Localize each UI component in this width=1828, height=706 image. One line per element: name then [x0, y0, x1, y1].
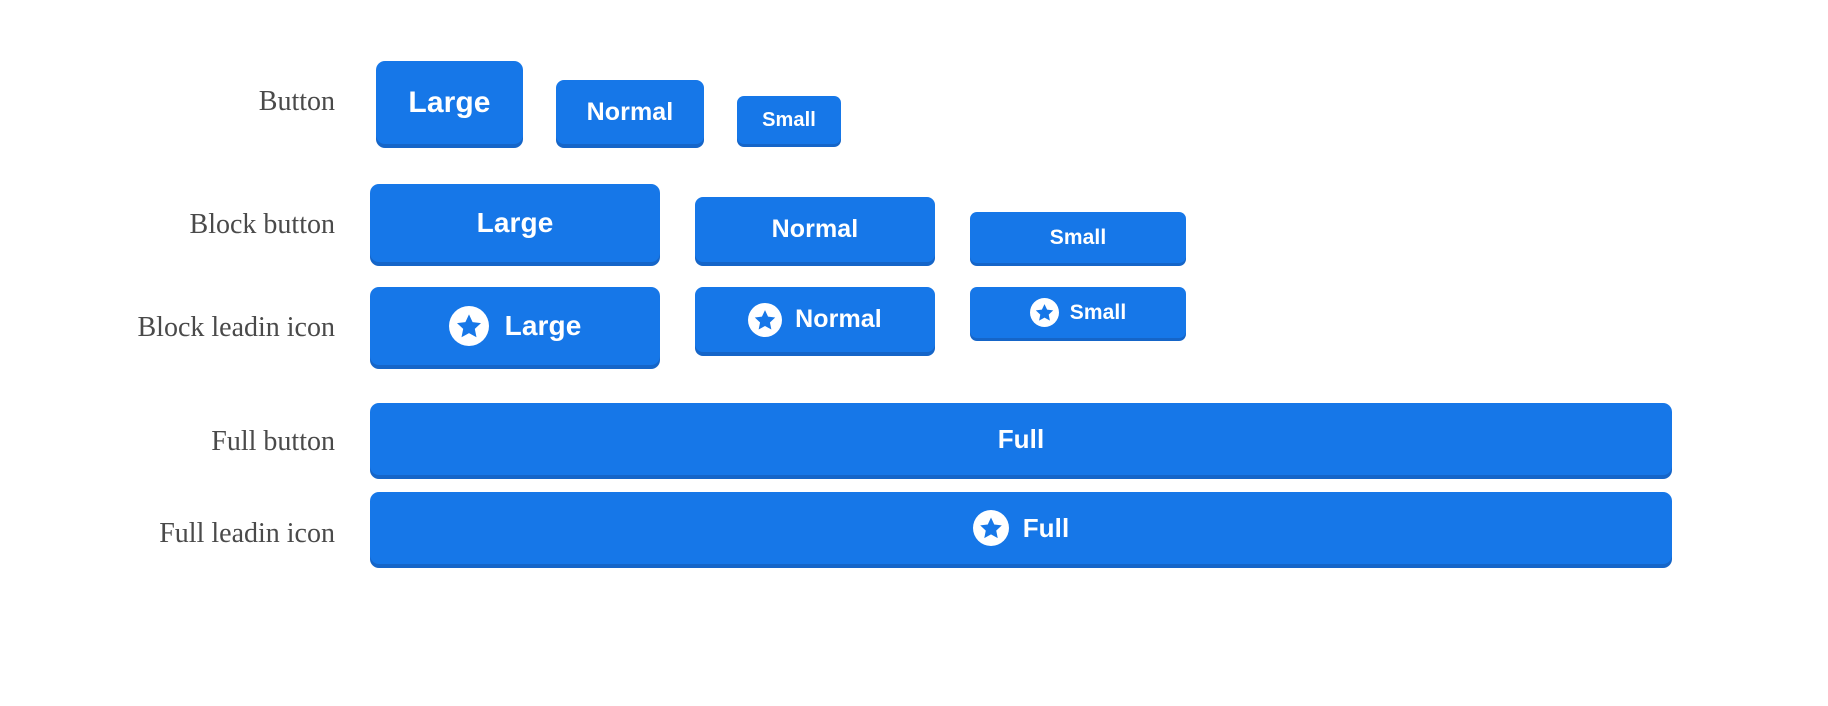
row-label-full-button: Full button — [211, 426, 335, 457]
button-normal-label: Normal — [586, 97, 674, 126]
block-button-large[interactable]: Large — [370, 184, 660, 262]
block-button-small[interactable]: Small — [970, 212, 1186, 263]
block-button-large-label: Large — [476, 207, 554, 238]
star-circle-icon — [1029, 298, 1059, 327]
row-label-block-leadin-icon: Block leadin icon — [137, 312, 335, 343]
button-small-label: Small — [762, 109, 816, 131]
full-leadin-icon-button-label: Full — [1022, 513, 1070, 543]
block-leadin-icon-button-small-label: Small — [1069, 301, 1127, 324]
full-button[interactable]: Full — [370, 403, 1672, 475]
row-label-button: Button — [258, 86, 335, 117]
button-large[interactable]: Large — [376, 61, 523, 144]
row-label-full-leadin-icon: Full leadin icon — [159, 518, 335, 549]
full-button-label: Full — [997, 424, 1045, 454]
block-leadin-icon-button-normal-label: Normal — [795, 305, 882, 333]
row-label-block-button: Block button — [189, 209, 335, 240]
block-button-normal-label: Normal — [771, 215, 859, 243]
button-large-label: Large — [408, 85, 491, 119]
star-circle-icon — [972, 510, 1009, 546]
block-leadin-icon-button-large[interactable]: Large — [370, 287, 660, 365]
star-circle-icon — [748, 302, 783, 337]
button-normal[interactable]: Normal — [556, 80, 704, 144]
button-small[interactable]: Small — [737, 96, 841, 144]
block-button-normal[interactable]: Normal — [695, 197, 935, 262]
block-leadin-icon-button-large-label: Large — [504, 310, 582, 341]
block-button-small-label: Small — [1049, 226, 1107, 249]
full-leadin-icon-button[interactable]: Full — [370, 492, 1672, 564]
star-circle-icon — [448, 306, 489, 346]
block-leadin-icon-button-small[interactable]: Small — [970, 287, 1186, 338]
block-leadin-icon-button-normal[interactable]: Normal — [695, 287, 935, 352]
